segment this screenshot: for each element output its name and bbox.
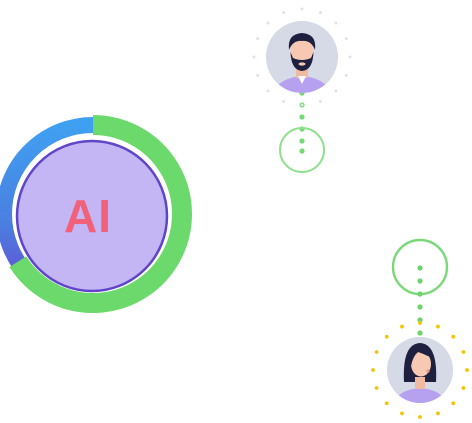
connector-dot — [417, 330, 423, 336]
sunburst-dot — [348, 55, 352, 59]
sunburst-yellow — [371, 321, 469, 419]
connector-dot — [417, 291, 423, 297]
sunburst-dot — [344, 37, 348, 41]
sunburst-dot — [300, 103, 304, 107]
sunburst-dot — [256, 37, 260, 41]
avatar-woman — [371, 321, 469, 419]
connector-dot — [417, 265, 423, 271]
sunburst-dot — [300, 7, 304, 11]
sunburst-dot — [384, 401, 389, 406]
sunburst-dot — [400, 324, 404, 329]
connector-dot — [299, 138, 305, 144]
sunburst-dot — [252, 55, 256, 59]
connector-dot — [417, 304, 423, 310]
connection-node — [279, 127, 325, 173]
sunburst-dot — [436, 411, 440, 416]
sunburst-dot — [282, 99, 286, 103]
sunburst-dot — [451, 401, 456, 406]
ai-badge-label: AI — [64, 190, 112, 242]
sunburst-dot — [374, 350, 379, 354]
sunburst-dot — [334, 21, 338, 25]
connector-dot — [299, 148, 305, 154]
connector-dot — [299, 114, 305, 120]
ai-progress-ring — [9, 115, 192, 313]
sunburst-dot — [461, 350, 466, 354]
sunburst-dot — [436, 324, 440, 329]
connector-dot — [417, 317, 423, 323]
sunburst-dot — [266, 21, 270, 25]
woman-avatar-icon — [391, 343, 449, 403]
sunburst-dot — [451, 334, 456, 339]
sunburst-dot — [266, 89, 270, 93]
man-avatar-icon — [270, 33, 334, 93]
sunburst-dot — [371, 368, 375, 372]
sunburst-dot — [256, 73, 260, 77]
sunburst-dot — [418, 415, 422, 419]
sunburst-dot — [318, 11, 322, 15]
sunburst-dot — [334, 89, 338, 93]
connector-dot — [417, 278, 423, 284]
connector-bottom — [391, 238, 449, 336]
sunburst-dot — [374, 386, 379, 390]
avatar-man — [252, 7, 352, 107]
sunburst-dot — [384, 334, 389, 339]
connector-top — [279, 90, 325, 173]
sunburst-dot — [282, 11, 286, 15]
sunburst-dot — [344, 73, 348, 77]
sunburst-dot — [418, 321, 422, 325]
ai-badge-core — [15, 139, 169, 293]
sunburst-dot — [465, 368, 469, 372]
sunburst-dot — [461, 386, 466, 390]
ai-badge: AI — [0, 115, 192, 313]
sunburst-dot — [400, 411, 404, 416]
sunburst-grey — [252, 7, 352, 107]
sunburst-dot — [318, 99, 322, 103]
